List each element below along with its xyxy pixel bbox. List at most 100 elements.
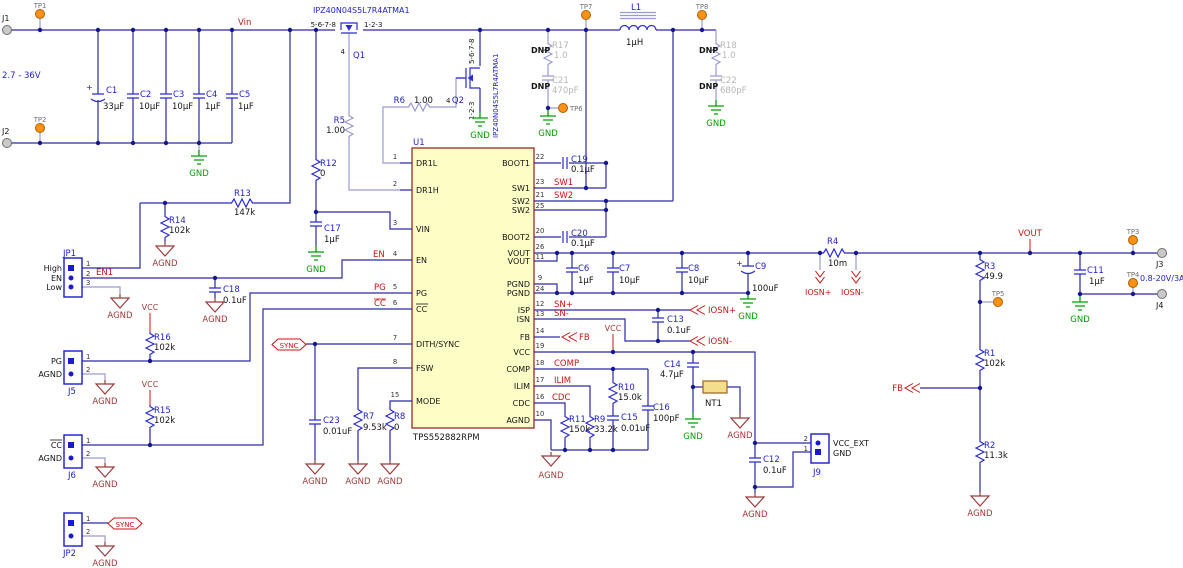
r11-ref: R11 — [569, 415, 586, 425]
input-gnd-label: GND — [189, 169, 209, 179]
u1-pin5-num: 5 — [393, 283, 397, 291]
jp2-header-body[interactable] — [63, 512, 83, 547]
j2-banana-jack[interactable] — [2, 138, 12, 148]
c19-value: 0.1µF — [571, 165, 595, 175]
jp1-pin2[interactable] — [68, 275, 74, 281]
r17-value: 1.0 — [554, 51, 568, 61]
capacitor-c12: C12 0.1uF AGND — [742, 455, 786, 520]
r4-ref: R4 — [827, 237, 838, 247]
en1-net-label: EN1 — [96, 268, 113, 278]
u1-pin-pgnda: PGND — [507, 280, 530, 289]
j4-banana-jack[interactable] — [1157, 289, 1167, 299]
j6-pin2[interactable] — [68, 455, 74, 461]
u1-pin17-num: 17 — [536, 376, 545, 384]
j5-header-body[interactable] — [63, 350, 83, 385]
c14-value: 4.7µF — [660, 370, 684, 380]
u1-pin-pg: PG — [416, 289, 427, 298]
comp-net-label: COMP — [554, 359, 579, 369]
q1-ref: Q1 — [353, 51, 365, 61]
tp6-label: TP6 — [569, 105, 583, 113]
u1-pin22-num: 22 — [536, 153, 545, 161]
u1-pin-fsw: FSW — [416, 364, 434, 373]
j6-header-body[interactable] — [63, 434, 83, 469]
cc-net-label: CC — [374, 299, 386, 309]
tp4-testpoint[interactable] — [1128, 278, 1138, 288]
u1-ic-body[interactable] — [411, 147, 535, 429]
j5-pin1[interactable] — [68, 358, 74, 364]
j1-banana-jack[interactable] — [2, 25, 12, 35]
sw1-gnd-label: GND — [538, 129, 558, 139]
inductor-l1: L1 1µH — [619, 3, 657, 48]
r16-vcc-label: VCC — [142, 303, 159, 312]
u1-pin-vouta: VOUT — [508, 249, 530, 258]
c6-ref: C6 — [578, 264, 589, 274]
vout-net-label: VOUT — [1018, 229, 1043, 239]
r3-value: 49.9 — [984, 272, 1003, 282]
c9-capacitor-symbol — [740, 265, 756, 275]
cdc-net-label: CDC — [552, 393, 570, 403]
jp1-pin2-num: 2 — [86, 270, 90, 278]
c6-value: 1µF — [578, 276, 594, 286]
c15-value: 0.01uF — [621, 424, 650, 434]
r15-ref: R15 — [154, 406, 171, 416]
j3-banana-jack[interactable] — [1157, 248, 1167, 258]
tp5-testpoint[interactable] — [993, 297, 1003, 307]
jp1-pin1[interactable] — [68, 265, 74, 271]
jp1-pin3[interactable] — [68, 284, 74, 290]
c13-ref: C13 — [667, 315, 684, 325]
tp6-testpoint[interactable] — [558, 103, 568, 113]
c17-value: 1µF — [324, 235, 340, 245]
u1-pin23-num: 23 — [536, 178, 545, 186]
j5-pin2[interactable] — [68, 371, 74, 377]
c11-value: 1µF — [1089, 277, 1105, 287]
u1-pin-agnd: AGND — [506, 416, 530, 425]
q2-arrow — [467, 74, 473, 82]
j6-cc-label: CC — [51, 441, 63, 450]
input-connectors: J1 J2 2.7 - 36V Vin — [1, 14, 251, 148]
j5-pin2-num: 2 — [86, 366, 90, 374]
tp7-label: TP7 — [579, 3, 593, 11]
tp3-testpoint[interactable] — [1128, 235, 1138, 245]
tp3-label: TP3 — [1126, 228, 1140, 236]
j9-header-body[interactable] — [810, 433, 830, 464]
u1-pin-voutb: VOUT — [508, 257, 530, 266]
resistor-r7: R7 9.53k AGND — [345, 407, 387, 487]
tp2-testpoint[interactable] — [35, 123, 45, 133]
u1-pin18-num: 18 — [536, 359, 545, 367]
resistor-r1: R1 102k — [975, 347, 1005, 373]
q1-part-label: IPZ40N04S5L7R4ATMA1 — [313, 6, 410, 15]
q2-ref: Q2 — [452, 96, 464, 106]
comp-agnd: AGND — [538, 451, 564, 481]
c17-gnd-label: GND — [306, 265, 326, 275]
u1-pin-cc: CC — [416, 305, 428, 314]
jp2-pin1[interactable] — [68, 520, 74, 526]
c5-value: 1µF — [238, 102, 254, 112]
tp7-testpoint[interactable] — [581, 10, 591, 20]
r6-value: 1.00 — [414, 96, 433, 106]
capacitor-c14: C14 4.7µF GND — [660, 360, 703, 442]
j9-pin1[interactable] — [815, 449, 821, 455]
jp2-sync-label: SYNC — [116, 521, 135, 529]
resistor-r2: R2 11.3k AGND — [967, 439, 1008, 519]
j6-agnd-text: AGND — [38, 454, 62, 463]
tp1-testpoint[interactable] — [35, 9, 45, 19]
capacitor-c13: C13 0.1uF IOSN+ IOSN- — [651, 305, 736, 347]
jp2-pin2[interactable] — [68, 533, 74, 539]
u1-pin4-num: 4 — [393, 250, 397, 258]
iosnp-sense-label: IOSN+ — [805, 288, 831, 297]
c7-value: 10µF — [619, 276, 640, 286]
r10-ref: R10 — [618, 383, 635, 393]
c11-ref: C11 — [1087, 266, 1104, 276]
c9-gnd-label: GND — [738, 312, 758, 322]
fb-pin-net-label: FB — [579, 333, 590, 343]
l1-value: 1µH — [626, 38, 643, 48]
nt1-net-tie[interactable] — [702, 380, 728, 394]
j9-pin2[interactable] — [815, 440, 821, 446]
c8-value: 10µF — [688, 276, 709, 286]
capacitor-c11: C11 1µF GND — [1070, 266, 1105, 325]
tp8-testpoint[interactable] — [697, 10, 707, 20]
j6-pin1[interactable] — [68, 442, 74, 448]
c4-value: 1µF — [205, 102, 221, 112]
j5-pin1-num: 1 — [86, 353, 90, 361]
